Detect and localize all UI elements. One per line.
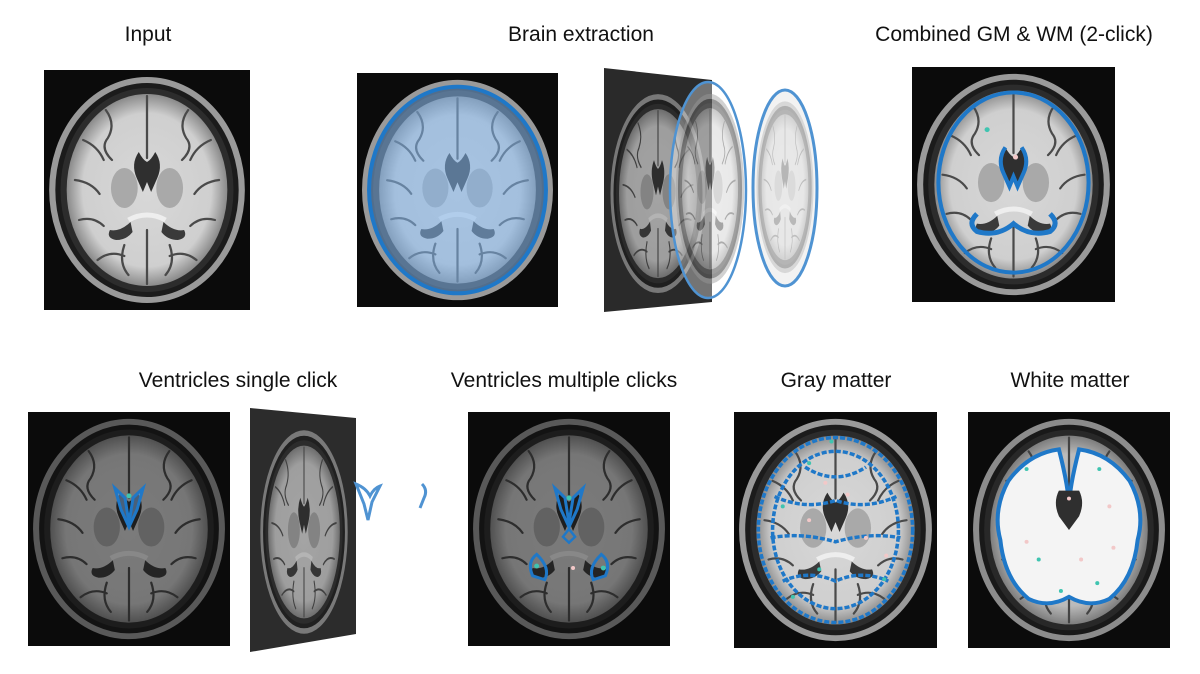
brain-mask-overlay — [367, 84, 548, 296]
label-brain-extraction: Brain extraction — [508, 23, 654, 46]
negative-click-marker — [571, 566, 576, 570]
label-white-matter: White matter — [1010, 369, 1130, 392]
label-ventricles-multiple: Ventricles multiple clicks — [450, 369, 678, 392]
positive-click-marker — [984, 127, 990, 133]
brain-extraction-3d-stack — [604, 68, 819, 312]
ventricles-multiple-clicks-slice — [468, 412, 670, 646]
positive-click-marker — [566, 495, 572, 501]
label-ventricles-single: Ventricles single click — [138, 369, 338, 392]
label-combined-gm-wm: Combined GM & WM (2-click) — [875, 23, 1153, 46]
label-input: Input — [124, 23, 172, 46]
positive-click-marker — [600, 565, 606, 571]
label-gray-matter: Gray matter — [780, 369, 892, 392]
positive-click-marker — [534, 563, 540, 569]
ventricles-3d-view — [250, 408, 428, 652]
combined-gm-wm-slice — [912, 67, 1115, 302]
positive-click-marker — [126, 493, 132, 499]
brain-extraction-slice — [357, 73, 558, 307]
white-matter-slice — [968, 412, 1170, 648]
negative-click-marker — [1012, 154, 1019, 160]
input-mri-slice — [44, 70, 250, 310]
ventricles-single-click-slice — [28, 412, 230, 646]
ventricle-outline — [111, 483, 147, 531]
gray-matter-slice — [734, 412, 937, 648]
